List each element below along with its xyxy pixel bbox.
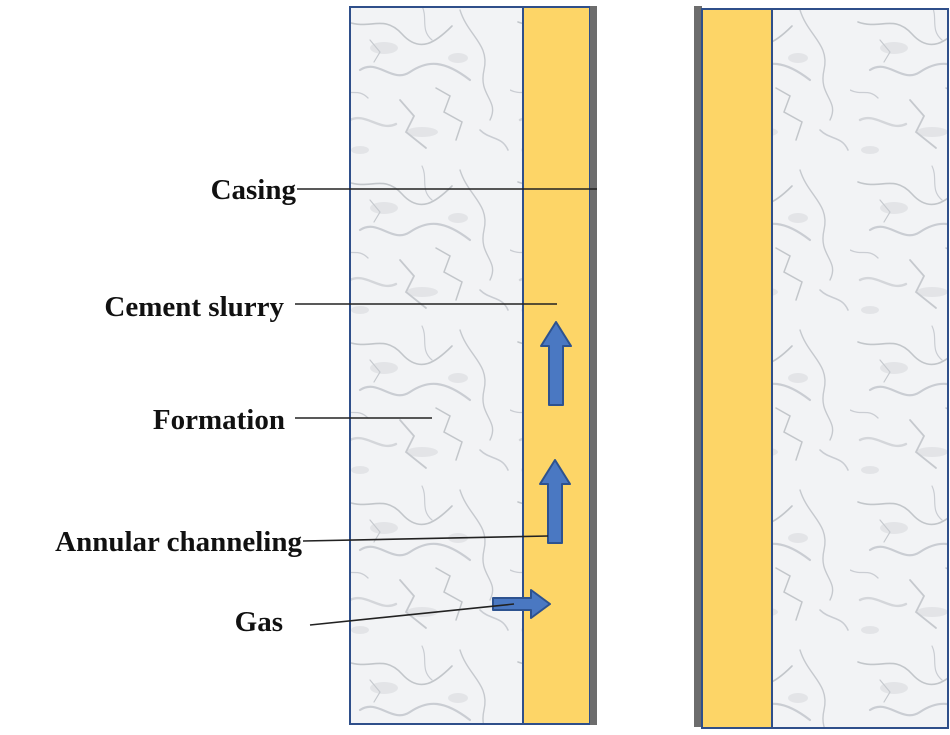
right-cement-slurry [701,8,773,729]
right-casing [694,6,702,727]
gas-inflow-arrow [492,589,551,619]
upward-flow-arrow-bottom [539,459,571,544]
label-formation: Formation [153,404,285,436]
left-formation [349,6,524,725]
gas-leader-line [309,603,515,626]
label-casing: Casing [211,174,297,206]
label-cement-slurry: Cement slurry [104,291,284,323]
upward-flow-arrow-top [540,321,572,406]
label-annular-channeling: Annular channeling [55,526,302,558]
annular-channeling-leader-line [302,535,549,542]
right-formation [771,8,949,729]
label-gas: Gas [235,606,283,638]
left-casing [590,6,597,725]
